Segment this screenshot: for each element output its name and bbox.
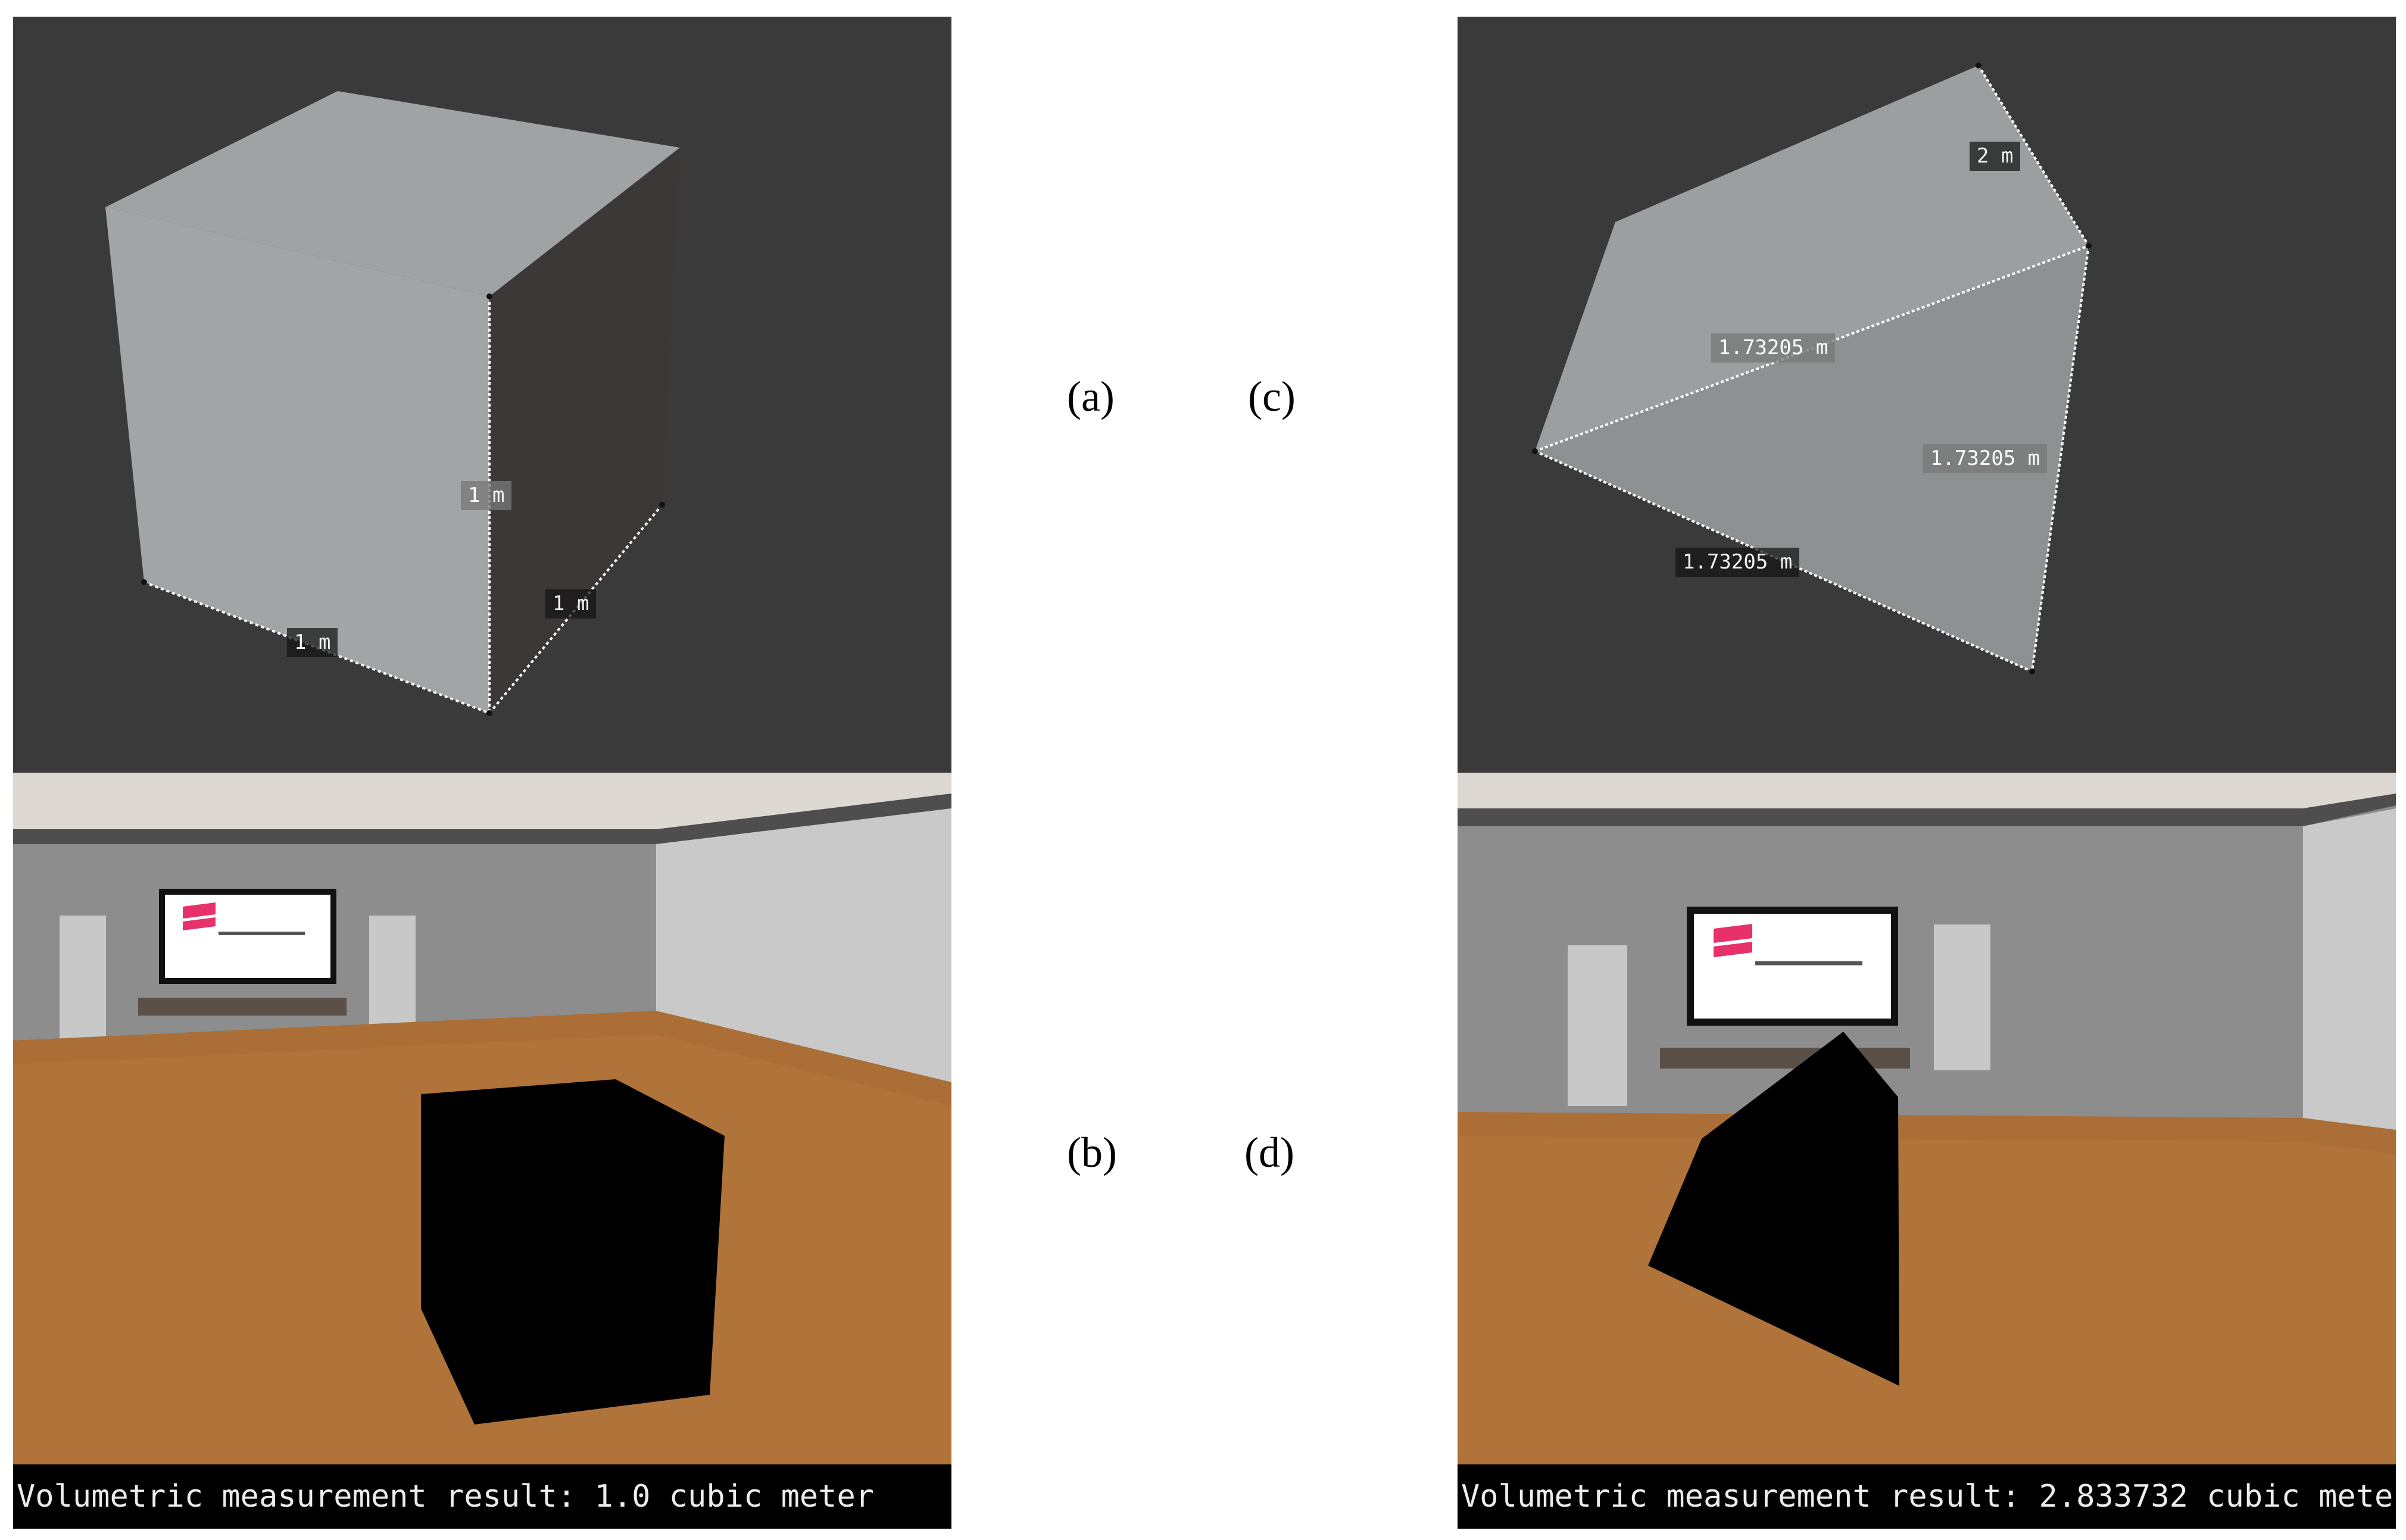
measurement-label-diagonal-1: 1.73205 m (1711, 333, 1836, 363)
tetrahedron-viewport[interactable] (1458, 17, 2396, 773)
vertex-point (2029, 669, 2035, 674)
panel-c-tetrahedron-measurement: 2 m 1.73205 m 1.73205 m 1.73205 m (1458, 17, 2396, 773)
tetra-upper-face (1535, 65, 2089, 451)
cube-top-face (105, 91, 680, 296)
tetra-lower-face (1535, 246, 2089, 671)
measurement-label-bottom: 1 m (287, 628, 338, 658)
caption-a: (a) (1067, 373, 1115, 420)
volume-result-text: Volumetric measurement result: 1.0 cubic… (13, 1464, 951, 1529)
vertex-point (1976, 63, 1981, 68)
tv-stand (1660, 1048, 1910, 1069)
vertex-point (141, 579, 147, 585)
volume-result-text: Volumetric measurement result: 2.833732 … (1458, 1464, 2396, 1529)
vr-scene-tetrahedron[interactable] (1458, 773, 2396, 1529)
caption-c: (c) (1248, 373, 1296, 420)
measurement-label-diagonal-2: 1.73205 m (1923, 444, 2048, 474)
panel-b-vr-room-cube: Volumetric measurement result: 1.0 cubic… (13, 773, 951, 1529)
cube-viewport[interactable] (13, 17, 951, 773)
tetra-edge-right (2031, 245, 2090, 672)
logo-icon (183, 902, 216, 919)
speaker-right (1934, 924, 1990, 1070)
panel-a-cube-measurement: 1 m 1 m 1 m (13, 17, 951, 773)
cube-object (421, 1079, 725, 1425)
speaker-right (369, 916, 416, 1041)
speaker-left (1568, 945, 1627, 1106)
panel-d-vr-room-tetrahedron: Volumetric measurement result: 2.833732 … (1458, 773, 2396, 1529)
vertex-point (486, 710, 492, 716)
caption-b: (b) (1067, 1129, 1117, 1176)
caption-d: (d) (1244, 1129, 1294, 1176)
tetrahedron-object (1648, 1032, 1899, 1386)
logo-icon (1714, 924, 1752, 943)
measurement-label-vertical: 1 m (461, 481, 512, 511)
measurement-label-diagonal-3: 1.73205 m (1675, 548, 1800, 577)
vertex-point (486, 293, 492, 299)
measurement-label-top: 2 m (1970, 142, 2021, 171)
vr-scene-cube[interactable] (13, 773, 951, 1529)
vertex-point (1532, 448, 1538, 454)
vertex-point (659, 502, 665, 508)
tv-stand (138, 998, 347, 1016)
measurement-label-right: 1 m (545, 589, 597, 619)
speaker-left (60, 916, 106, 1041)
cube-front-face (105, 207, 489, 713)
vertex-point (2086, 243, 2092, 249)
cube-right-face (489, 148, 680, 713)
